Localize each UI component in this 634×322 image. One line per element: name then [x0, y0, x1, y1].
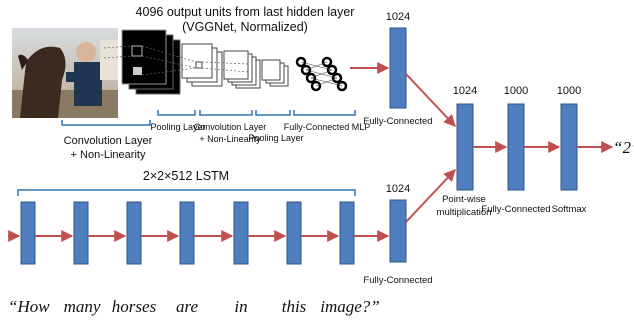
- pooling-maps: [181, 43, 223, 87]
- mult-block: [456, 103, 474, 191]
- lstm-cell: [20, 201, 36, 265]
- question-word: are: [176, 297, 198, 316]
- label-conv2-sub: + Non-Linearity: [199, 134, 261, 144]
- label-conv2: Convolution Layer: [194, 122, 267, 132]
- conv2-maps: [223, 50, 261, 89]
- header-line1: 4096 output units from last hidden layer: [136, 5, 355, 19]
- mult-size: 1024: [453, 85, 477, 97]
- label-fc-mlp: Fully-Connected MLP: [284, 122, 371, 132]
- mult-label-1: Point-wise: [442, 194, 486, 205]
- label-pooling: Pooling Layer: [150, 122, 205, 132]
- header-line2: (VGGNet, Normalized): [182, 20, 308, 34]
- label-convolution: Convolution Layer: [64, 135, 153, 147]
- answer-text: “2”: [613, 138, 634, 157]
- lstm-label: 2×2×512 LSTM: [143, 169, 229, 183]
- label-convolution-sub: + Non-Linearity: [71, 149, 146, 161]
- pooling2-maps: [261, 59, 289, 87]
- lstm-cells: [20, 201, 355, 265]
- softmax-size: 1000: [557, 85, 581, 97]
- question-word: image?”: [320, 297, 380, 316]
- label-pooling2: Pooling Layer: [248, 133, 303, 143]
- question-word: this: [282, 297, 307, 316]
- input-photo: [12, 28, 118, 118]
- image-fc-block: [389, 27, 407, 109]
- image-fc-label: Fully-Connected: [363, 116, 432, 127]
- arrow-qfc-to-mult: [405, 169, 456, 223]
- image-fc-size: 1024: [386, 11, 410, 23]
- lstm-cell: [73, 201, 89, 265]
- question-fc-size: 1024: [386, 183, 410, 195]
- question-word: “How: [8, 297, 50, 316]
- question-word: many: [64, 297, 101, 316]
- question-word: in: [234, 297, 247, 316]
- cnn-brackets: [61, 110, 356, 126]
- question-fc-label: Fully-Connected: [363, 275, 432, 286]
- lstm-cell: [286, 201, 302, 265]
- lstm-cell: [233, 201, 249, 265]
- lstm-cell: [126, 201, 142, 265]
- softmax-block: [560, 103, 578, 191]
- conv-feature-maps: [121, 29, 181, 95]
- question-word: horses: [112, 297, 157, 316]
- lstm-cell: [179, 201, 195, 265]
- fc2-block: [507, 103, 525, 191]
- mult-label-2: multiplication: [437, 207, 492, 218]
- lstm-bracket: [17, 189, 356, 196]
- lstm-cell: [339, 201, 355, 265]
- projection-lines: [103, 45, 249, 76]
- softmax-label: Softmax: [552, 204, 587, 215]
- fc2-label: Fully-Connected: [481, 204, 550, 215]
- question-fc-block: [389, 199, 407, 263]
- fc2-size: 1000: [504, 85, 528, 97]
- arrow-imagefc-to-mult: [405, 73, 456, 127]
- mlp-edges: [300, 61, 343, 87]
- question: “How many horses are in this image?”: [8, 297, 380, 316]
